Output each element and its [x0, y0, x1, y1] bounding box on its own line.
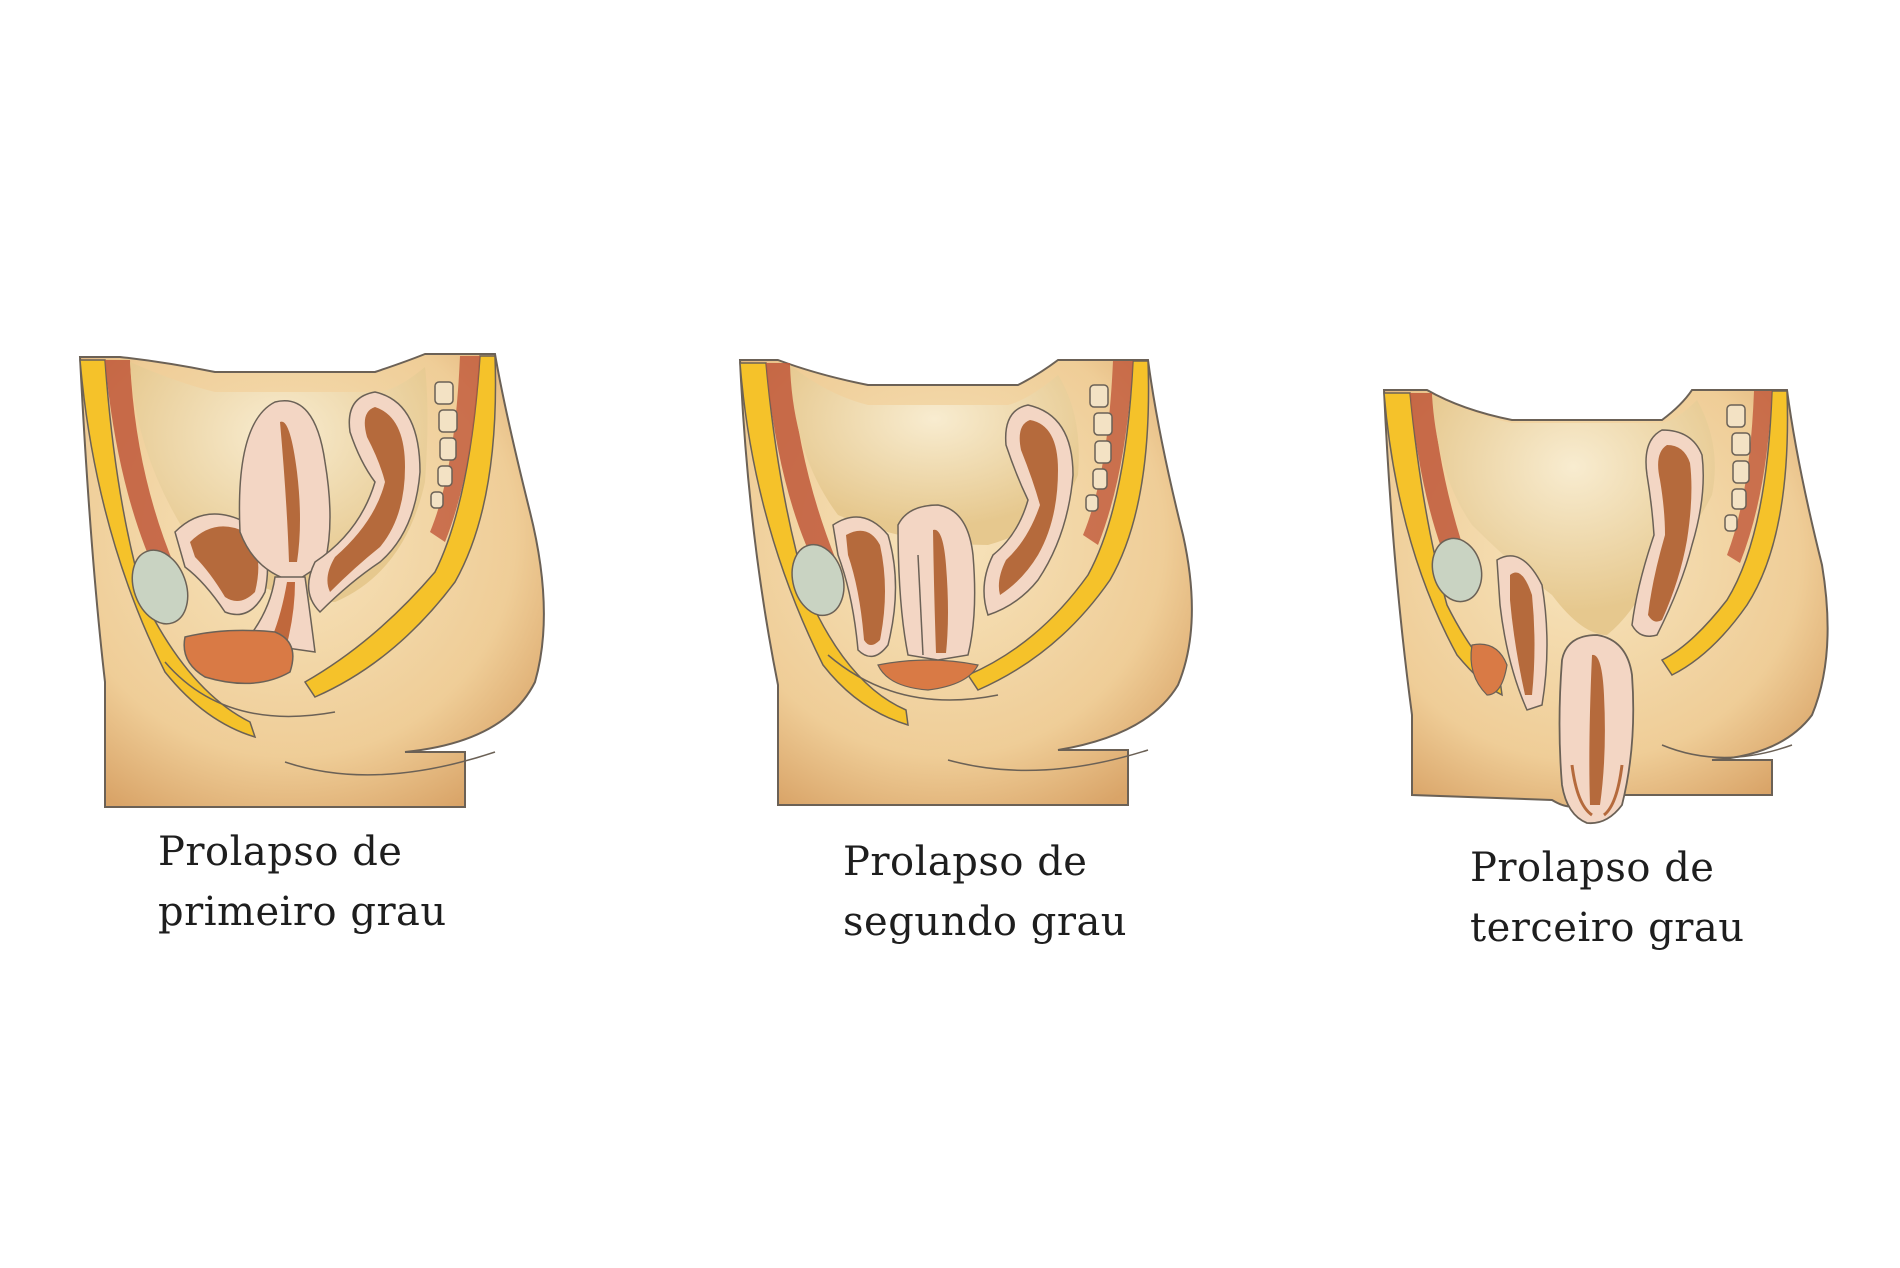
illustration-first-degree-prolapse [78, 353, 545, 808]
panel-third-degree [1382, 385, 1852, 845]
panel-second-degree [738, 355, 1208, 810]
caption-second-degree-line2: segundo grau [843, 899, 1128, 945]
illustration-third-degree-prolapse [1382, 389, 1829, 825]
caption-first-degree-line1: Prolapso de [158, 829, 403, 875]
caption-third-degree: Prolapso de terceiro grau [1470, 838, 1745, 958]
caption-third-degree-line1: Prolapso de [1470, 845, 1715, 891]
illustration-second-degree-prolapse [738, 359, 1193, 806]
caption-third-degree-line2: terceiro grau [1470, 905, 1745, 951]
panel-first-degree [75, 352, 555, 812]
caption-first-degree-line2: primeiro grau [158, 889, 447, 935]
caption-second-degree-line1: Prolapso de [843, 839, 1088, 885]
caption-first-degree: Prolapso de primeiro grau [158, 822, 447, 942]
caption-second-degree: Prolapso de segundo grau [843, 832, 1127, 952]
